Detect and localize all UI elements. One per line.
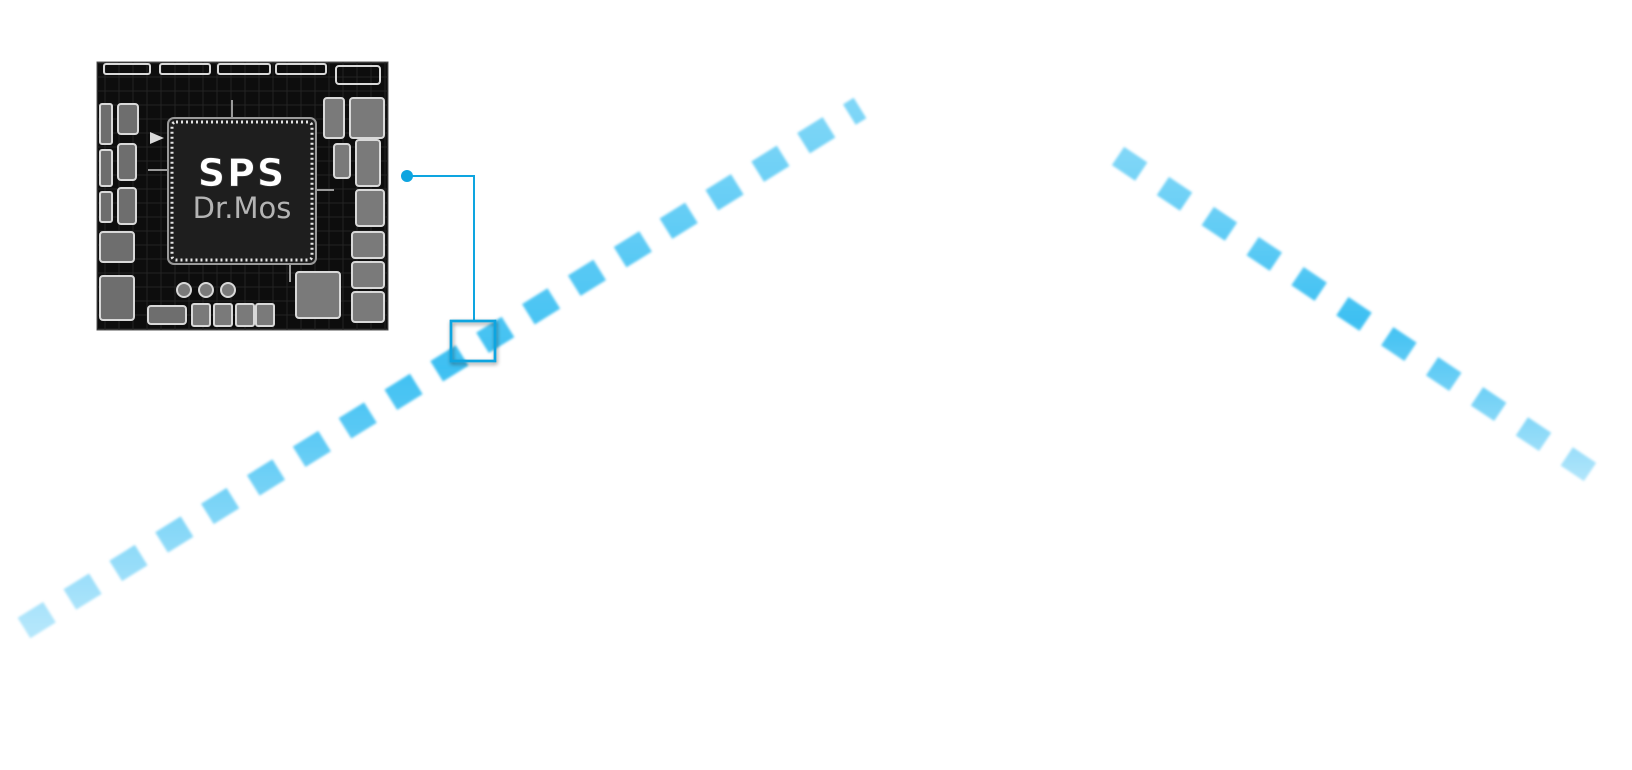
circuit-board-photo: SPS Dr.Mos: [96, 61, 389, 331]
callout-line: [407, 175, 475, 322]
dashed-stripe-left: [17, 97, 867, 639]
callout-connector: [401, 170, 475, 322]
dashed-stripe-right: [1111, 146, 1615, 494]
chip-package: SPS Dr.Mos: [148, 100, 334, 282]
chip-subtitle: Dr.Mos: [193, 191, 292, 225]
chip-name: SPS: [198, 151, 287, 195]
